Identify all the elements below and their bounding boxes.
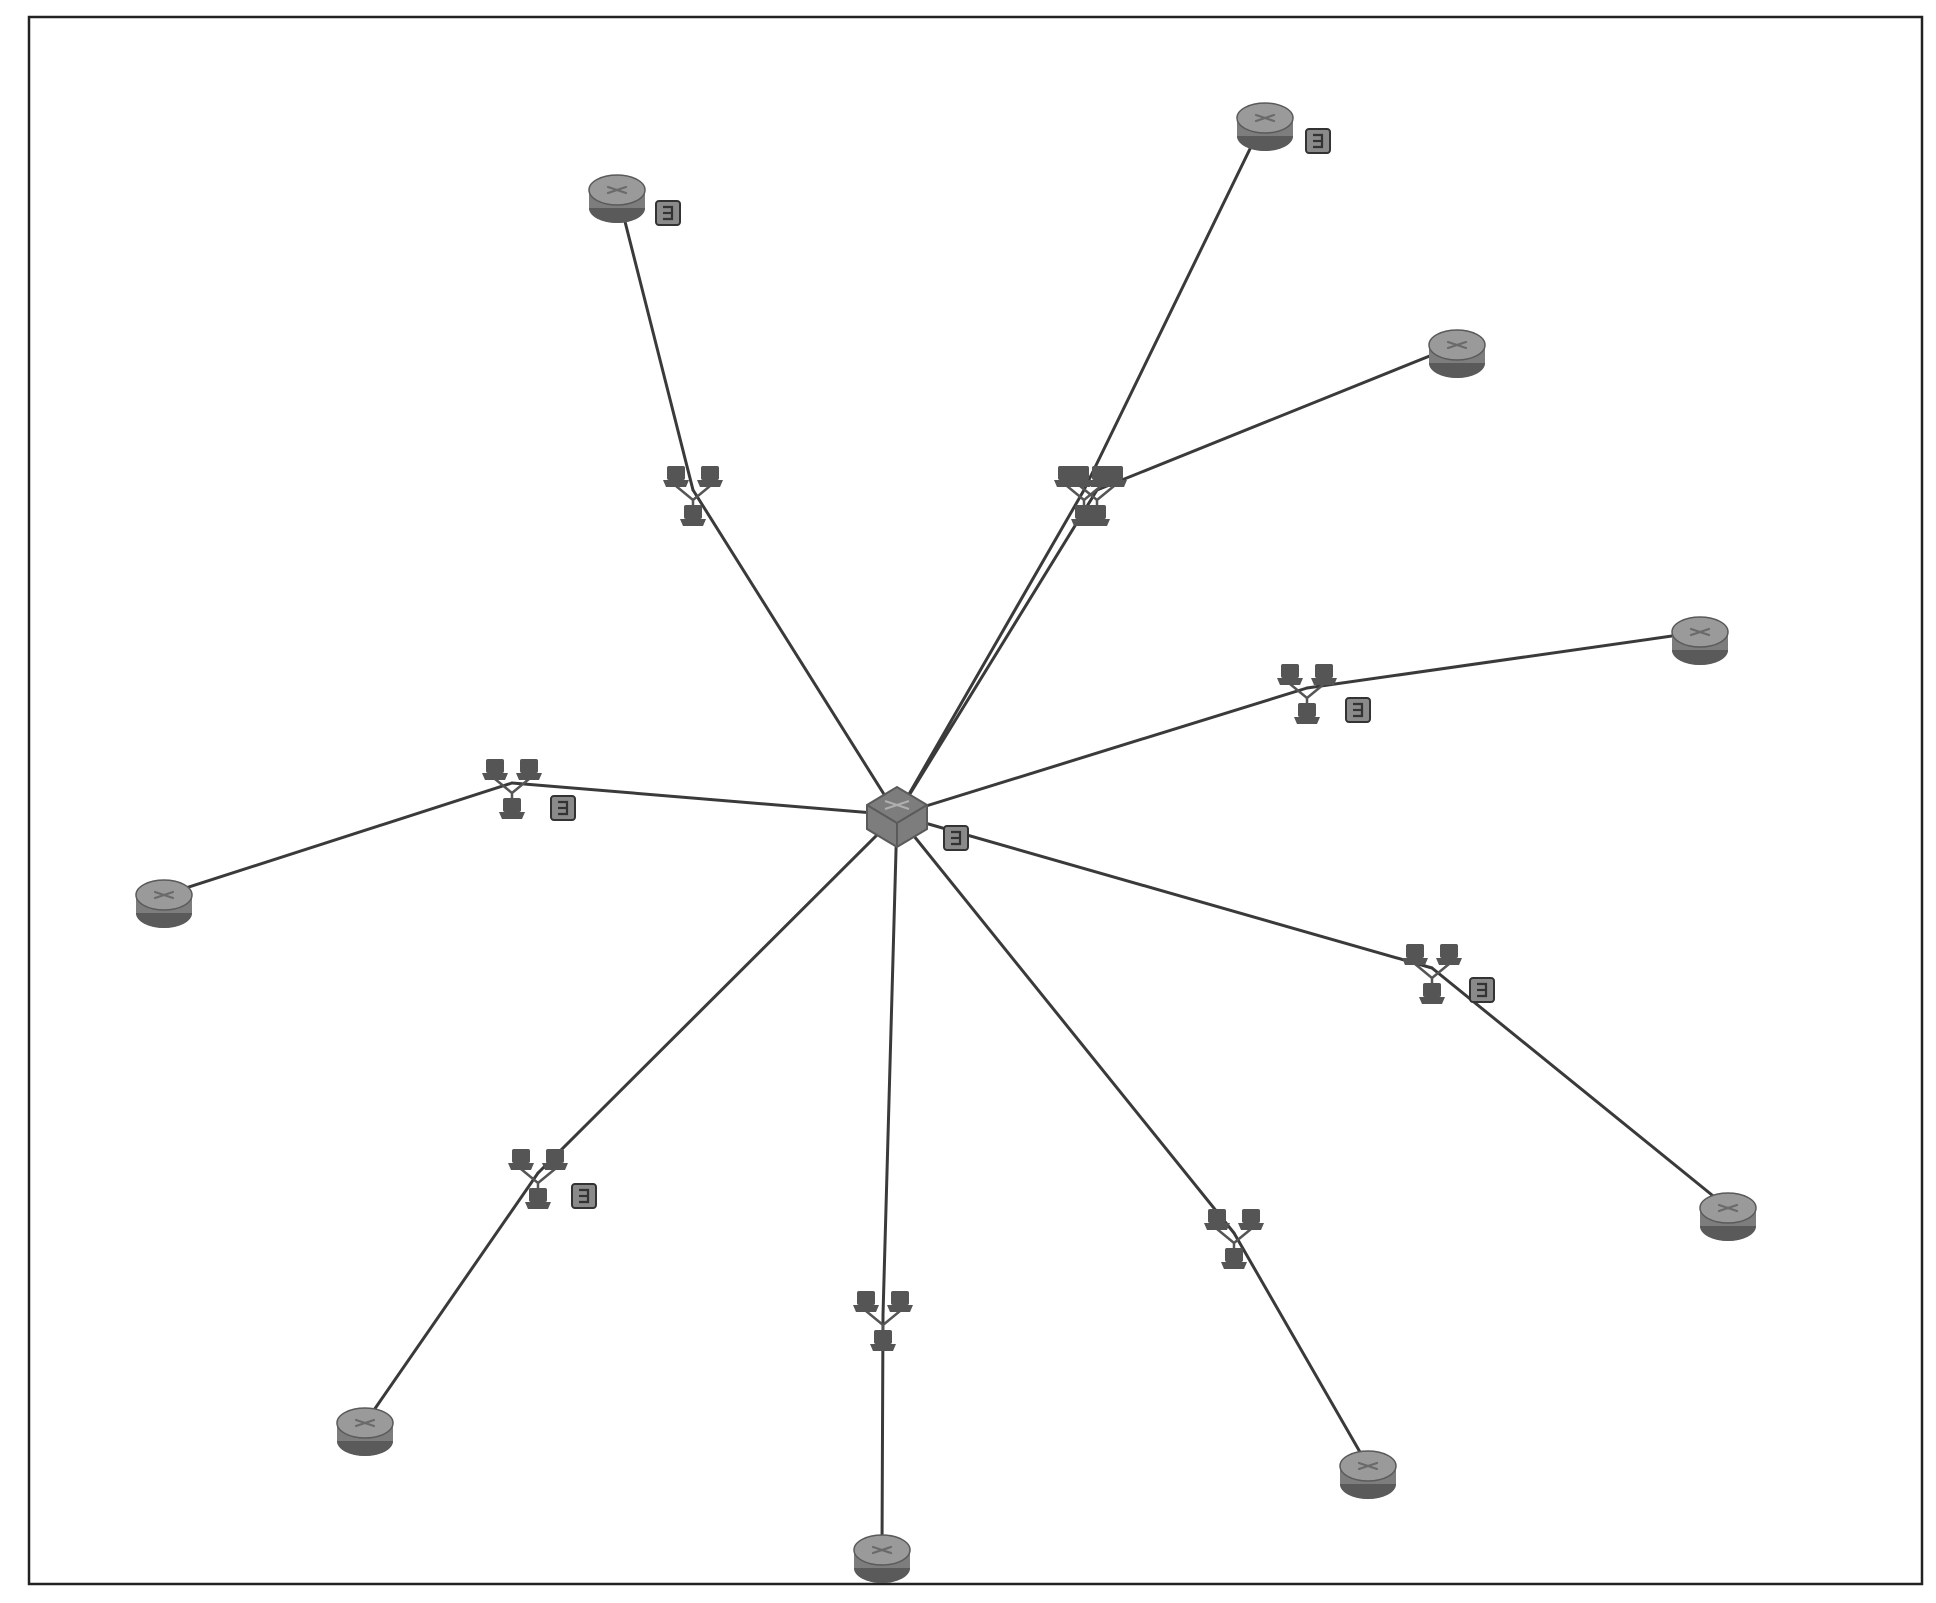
host-cluster-sse[interactable] [1204, 1209, 1264, 1269]
edge-router-s[interactable] [853, 1534, 911, 1583]
host-computer-icon [516, 759, 542, 780]
cluster-badge-w [550, 795, 576, 821]
host-computer-icon [1419, 983, 1445, 1004]
edge-router-nne[interactable] [1236, 102, 1294, 151]
link-hub-to-cluster-sse [895, 813, 1236, 1235]
cluster-badge-se [1469, 977, 1495, 1003]
link-cluster-to-router-sse [1232, 1231, 1370, 1468]
host-computer-icon [1101, 466, 1127, 487]
host-computer-icon [542, 1149, 568, 1170]
router-badge-nne [1305, 128, 1331, 154]
link-cluster-to-router-nne [1082, 116, 1267, 492]
link-hub-to-cluster-w [510, 781, 899, 817]
link-hub-to-cluster-e [895, 686, 1309, 817]
host-computer-icon [887, 1291, 913, 1312]
link-cluster-to-router-s [880, 1313, 885, 1552]
host-computer-icon [870, 1330, 896, 1351]
link-hub-to-cluster-nne [895, 488, 1086, 817]
host-cluster-se[interactable] [1402, 944, 1462, 1004]
edge-router-e[interactable] [1671, 616, 1729, 665]
link-cluster-to-router-e [1305, 630, 1702, 690]
host-computer-icon [499, 798, 525, 819]
host-cluster-sw[interactable] [508, 1149, 568, 1209]
nodes-layer [135, 102, 1757, 1583]
host-cluster-s[interactable] [853, 1291, 913, 1351]
cluster-badge-e [1345, 697, 1371, 723]
link-cluster-to-router-se [1430, 966, 1730, 1210]
link-hub-to-cluster-se [895, 813, 1434, 970]
edge-router-sw[interactable] [336, 1407, 394, 1456]
links-layer [162, 116, 1730, 1552]
host-computer-icon [1067, 466, 1093, 487]
link-hub-to-cluster-ne [895, 488, 1099, 817]
router-badge-n [655, 200, 681, 226]
host-computer-icon [697, 466, 723, 487]
edge-router-n[interactable] [588, 174, 646, 223]
host-computer-icon [1294, 703, 1320, 724]
edge-router-sse[interactable] [1339, 1450, 1397, 1499]
link-cluster-to-router-n [615, 188, 695, 492]
host-computer-icon [853, 1291, 879, 1312]
host-computer-icon [1084, 505, 1110, 526]
host-cluster-ne[interactable] [1067, 466, 1127, 526]
hub-router[interactable] [866, 785, 928, 849]
host-computer-icon [1277, 664, 1303, 685]
host-computer-icon [1436, 944, 1462, 965]
link-cluster-to-router-sw [363, 1171, 540, 1425]
host-computer-icon [680, 505, 706, 526]
edge-router-ne[interactable] [1428, 329, 1486, 378]
cluster-badge-sw [571, 1183, 597, 1209]
host-computer-icon [1311, 664, 1337, 685]
host-computer-icon [1221, 1248, 1247, 1269]
host-cluster-w[interactable] [482, 759, 542, 819]
hub-badge [943, 825, 969, 851]
link-hub-to-cluster-sw [536, 813, 899, 1175]
host-computer-icon [508, 1149, 534, 1170]
host-computer-icon [1238, 1209, 1264, 1230]
link-cluster-to-router-ne [1095, 343, 1459, 492]
link-hub-to-cluster-n [691, 488, 899, 817]
host-cluster-n[interactable] [663, 466, 723, 526]
host-cluster-e[interactable] [1277, 664, 1337, 724]
host-computer-icon [1402, 944, 1428, 965]
link-cluster-to-router-w [162, 781, 514, 897]
host-computer-icon [1204, 1209, 1230, 1230]
edge-router-w[interactable] [135, 879, 193, 928]
host-computer-icon [663, 466, 689, 487]
host-computer-icon [525, 1188, 551, 1209]
link-hub-to-cluster-s [881, 813, 899, 1317]
host-computer-icon [482, 759, 508, 780]
diagram-frame [27, 15, 1924, 1586]
edge-router-se[interactable] [1699, 1192, 1757, 1241]
